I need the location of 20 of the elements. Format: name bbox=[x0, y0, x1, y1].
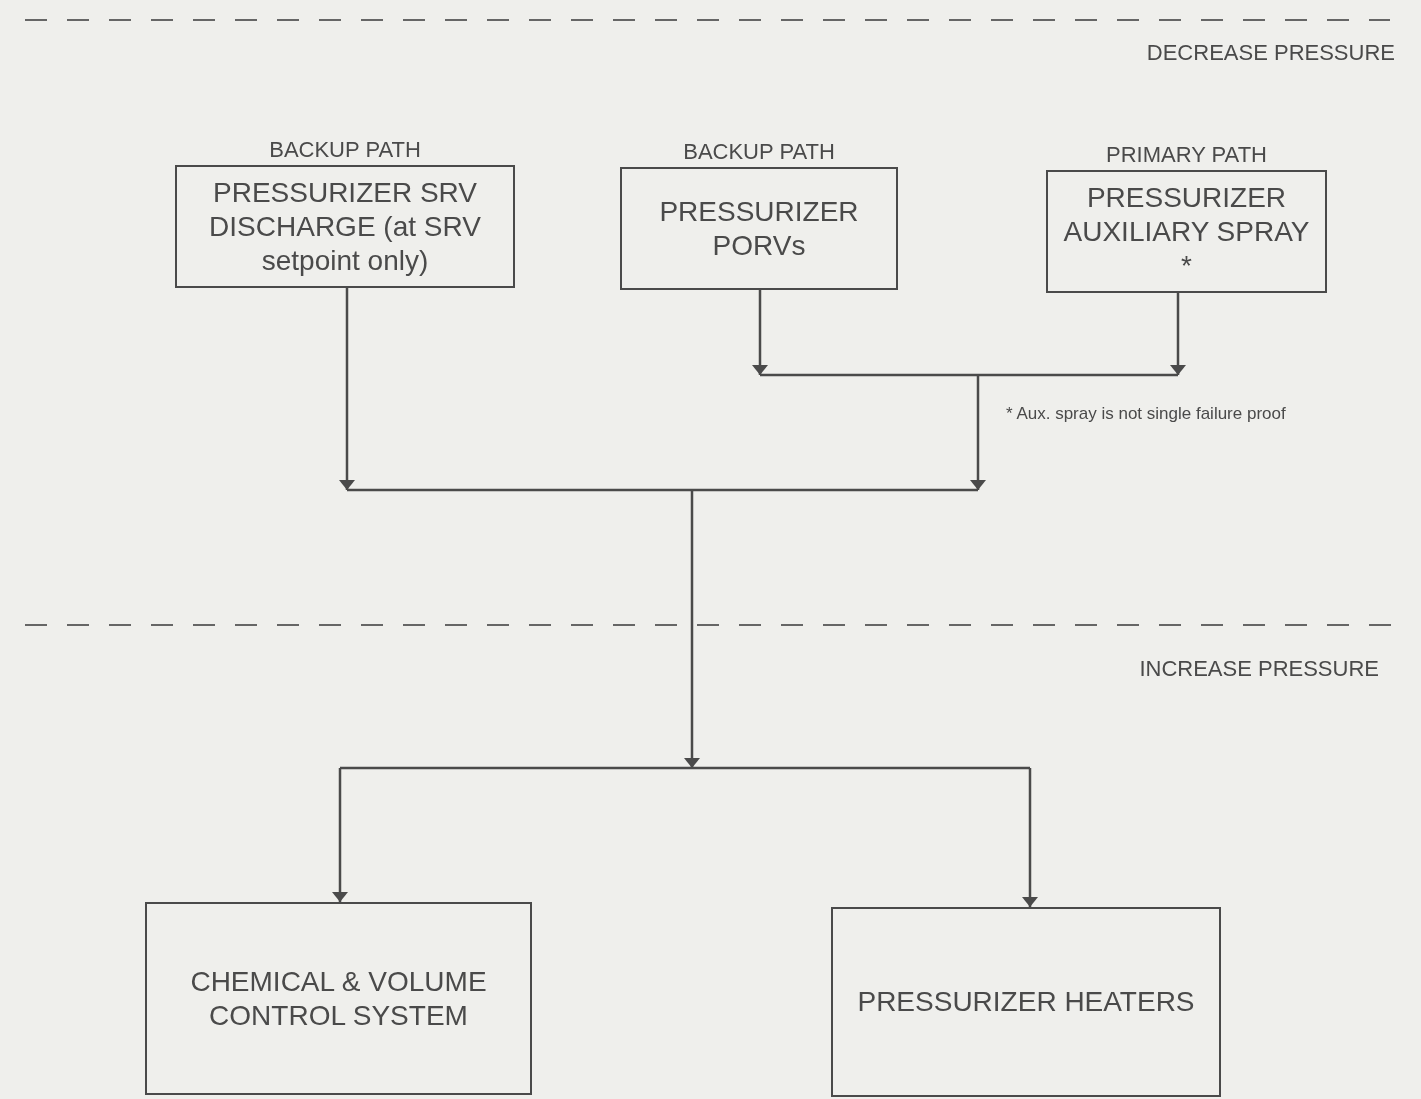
path-heading: BACKUP PATH bbox=[268, 136, 422, 164]
path-heading: BACKUP PATH bbox=[682, 138, 836, 166]
arrow bbox=[752, 290, 768, 375]
arrow bbox=[970, 375, 986, 490]
arrow bbox=[1022, 768, 1038, 907]
box-text: PRESSURIZER HEATERS bbox=[857, 985, 1195, 1019]
arrow bbox=[1170, 293, 1186, 375]
footnote: * Aux. spray is not single failure proof bbox=[1006, 403, 1286, 425]
arrow bbox=[339, 288, 355, 490]
arrow bbox=[332, 768, 348, 902]
section-label: INCREASE PRESSURE bbox=[1139, 655, 1379, 683]
path-heading: PRIMARY PATH bbox=[1105, 141, 1268, 169]
section-label: DECREASE PRESSURE bbox=[1146, 39, 1395, 67]
box-text: PRESSURIZER SRV DISCHARGE (at SRV setpoint only) bbox=[208, 175, 482, 278]
arrow bbox=[684, 490, 700, 768]
process-box bbox=[831, 907, 1221, 1097]
box-text: PRESSURIZER AUXILIARY SPRAY * bbox=[1062, 180, 1311, 283]
process-box bbox=[145, 902, 532, 1095]
box-text: PRESSURIZER PORVs bbox=[658, 194, 860, 263]
box-text: CHEMICAL & VOLUME CONTROL SYSTEM bbox=[189, 964, 488, 1033]
